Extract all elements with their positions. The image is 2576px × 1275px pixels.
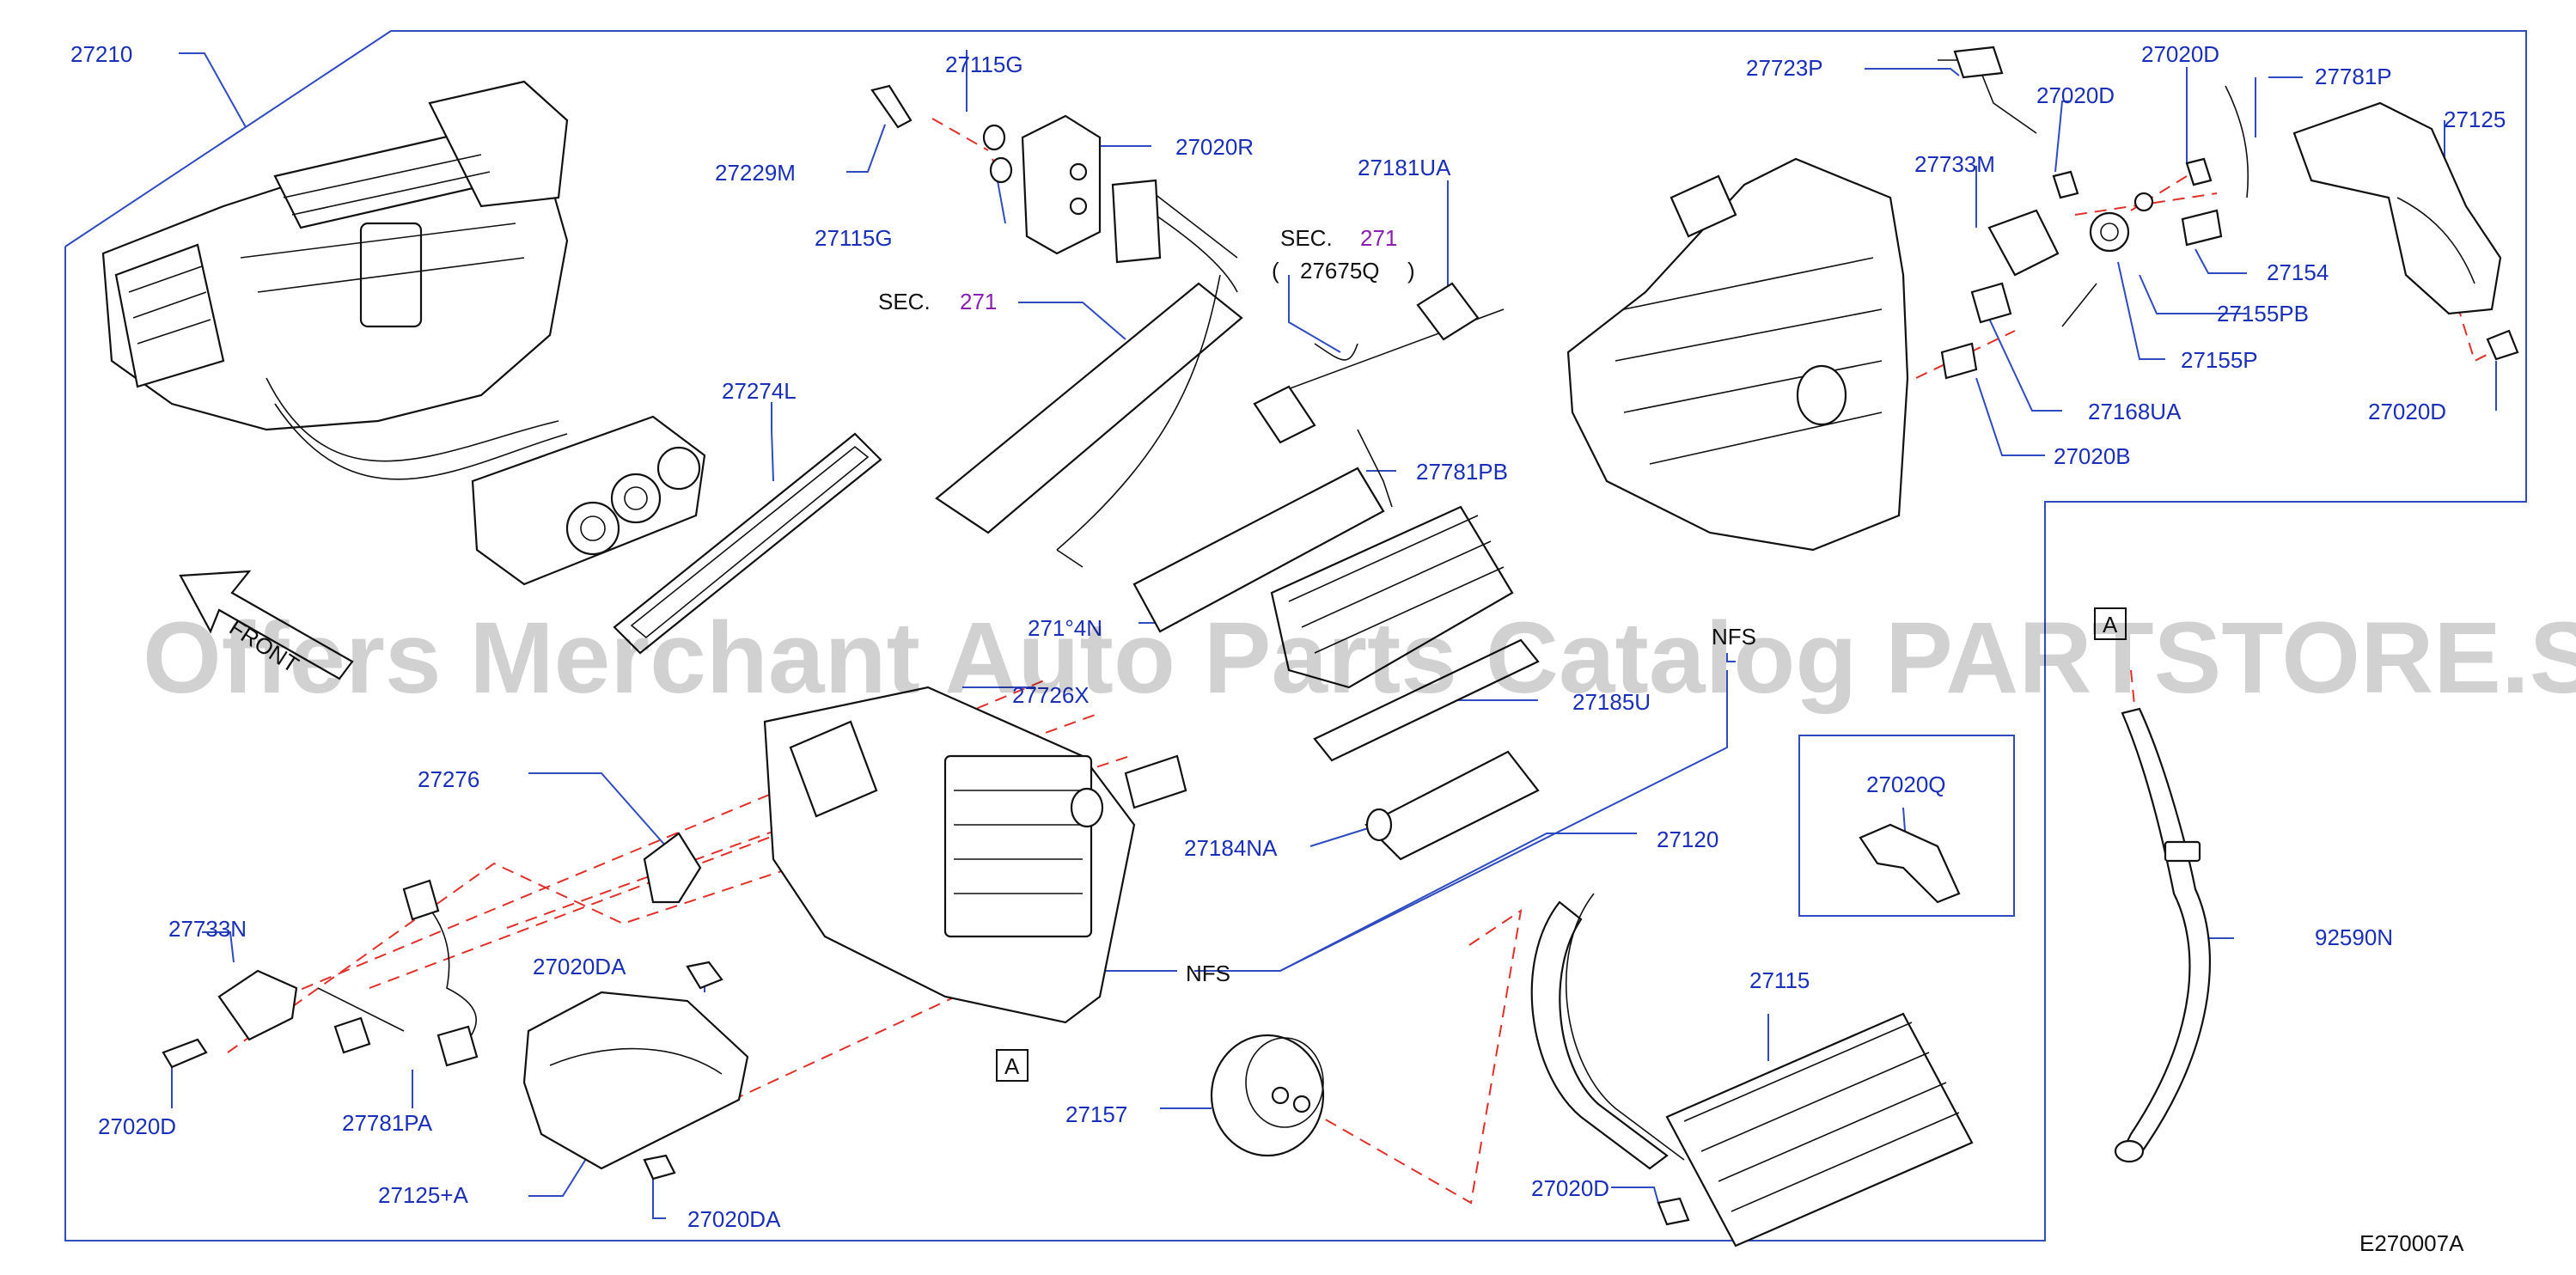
air-filter bbox=[613, 432, 882, 655]
label-27157: 27157 bbox=[1065, 1101, 1127, 1127]
ref-tag-a-right-text: A bbox=[2103, 612, 2118, 638]
label-27733m: 27733M bbox=[1914, 151, 1995, 177]
aspirator-sensor bbox=[643, 832, 702, 904]
label-27781pa: 27781PA bbox=[342, 1110, 433, 1136]
blower-fan bbox=[1210, 1034, 1325, 1157]
heater-unit-assembly bbox=[101, 80, 569, 480]
diagram-id: E270007A bbox=[2359, 1230, 2464, 1256]
label-27125a: 27125+A bbox=[378, 1182, 468, 1208]
label-27781p: 27781P bbox=[2315, 64, 2392, 89]
clip-detail-frame bbox=[1798, 735, 2015, 917]
label-27723p: 27723P bbox=[1746, 55, 1823, 81]
label-27155p: 27155P bbox=[2181, 347, 2258, 373]
label-nfs-mid: NFS bbox=[1712, 624, 1756, 650]
part-labels: 27210 27115G 27229M 27020R 27115G 27181U… bbox=[70, 41, 2506, 1256]
label-27020da-top: 27020DA bbox=[533, 954, 626, 979]
label-27020d-right: 27020D bbox=[2368, 399, 2446, 424]
label-sec-mid-num: 271 bbox=[960, 289, 997, 314]
blower-housing-a bbox=[522, 961, 749, 1180]
ref-tag-a-bottom-text: A bbox=[1004, 1053, 1020, 1079]
mode-doors bbox=[1132, 429, 1540, 861]
evaporator bbox=[935, 179, 1243, 568]
heater-case-upper bbox=[1566, 157, 1909, 552]
label-27781pb: 27781PB bbox=[1416, 459, 1508, 485]
label-27115g-bottom: 27115G bbox=[815, 225, 893, 251]
label-92590n: 92590N bbox=[2315, 924, 2393, 950]
label-sec-top-num: 271 bbox=[1360, 225, 1397, 251]
front-direction-arrow bbox=[179, 570, 354, 680]
label-27675q: 27675Q bbox=[1300, 258, 1380, 284]
label-27115: 27115 bbox=[1749, 967, 1810, 993]
label-27726x: 27726X bbox=[1012, 682, 1090, 708]
label-27020d-top2: 27020D bbox=[2141, 41, 2219, 67]
watermark: Offers Merchant Auto Parts Catalog PARTS… bbox=[143, 601, 2576, 715]
ref-tag-a-right: A bbox=[2094, 607, 2127, 640]
heater-core bbox=[1530, 893, 1974, 1248]
label-27181ua: 27181UA bbox=[1358, 155, 1451, 180]
label-27115g-top: 27115G bbox=[945, 52, 1023, 77]
label-27020d-bottom: 27020D bbox=[1531, 1175, 1609, 1201]
ref-tag-a-bottom: A bbox=[996, 1049, 1029, 1082]
clip bbox=[1859, 823, 1961, 904]
label-27020b: 27020B bbox=[2054, 443, 2131, 469]
left-actuator bbox=[162, 879, 479, 1069]
label-27125: 27125 bbox=[2444, 107, 2506, 132]
right-actuator-group bbox=[1938, 46, 2249, 380]
label-27020da-bottom: 27020DA bbox=[687, 1206, 781, 1232]
expansion-valve-parts bbox=[870, 84, 1102, 255]
label-27020d-left: 27020D bbox=[98, 1113, 176, 1139]
label-27020q: 27020Q bbox=[1866, 772, 1946, 797]
label-sec-top: SEC. bbox=[1280, 225, 1333, 251]
label-paren-open: ( bbox=[1272, 258, 1279, 284]
label-27020r: 27020R bbox=[1175, 134, 1254, 160]
blower-housing-right bbox=[2292, 101, 2519, 361]
temperature-sensor bbox=[1253, 282, 1505, 444]
assembly-frame bbox=[64, 30, 2527, 1241]
label-27184n: 271°4N bbox=[1028, 615, 1102, 641]
label-27184na: 27184NA bbox=[1184, 835, 1278, 861]
label-27733n: 27733N bbox=[168, 916, 247, 942]
label-27274l: 27274L bbox=[722, 378, 797, 404]
control-panel bbox=[471, 415, 706, 586]
leader-lines bbox=[171, 50, 2497, 1219]
label-27229m: 27229M bbox=[715, 160, 796, 186]
label-27210: 27210 bbox=[70, 41, 132, 67]
label-sec-mid: SEC. bbox=[878, 289, 931, 314]
heater-case-lower bbox=[763, 686, 1187, 1024]
label-27276: 27276 bbox=[418, 766, 479, 792]
label-paren-close: ) bbox=[1407, 258, 1415, 284]
label-27020d-top1: 27020D bbox=[2036, 82, 2115, 108]
label-27154: 27154 bbox=[2267, 259, 2329, 285]
heater-hose bbox=[2114, 707, 2212, 1163]
label-27185u: 27185U bbox=[1572, 689, 1651, 715]
label-27168ua: 27168UA bbox=[2088, 399, 2182, 424]
label-nfs-bottom: NFS bbox=[1186, 961, 1230, 986]
label-27120: 27120 bbox=[1657, 827, 1718, 852]
label-27155pb: 27155PB bbox=[2217, 301, 2309, 326]
